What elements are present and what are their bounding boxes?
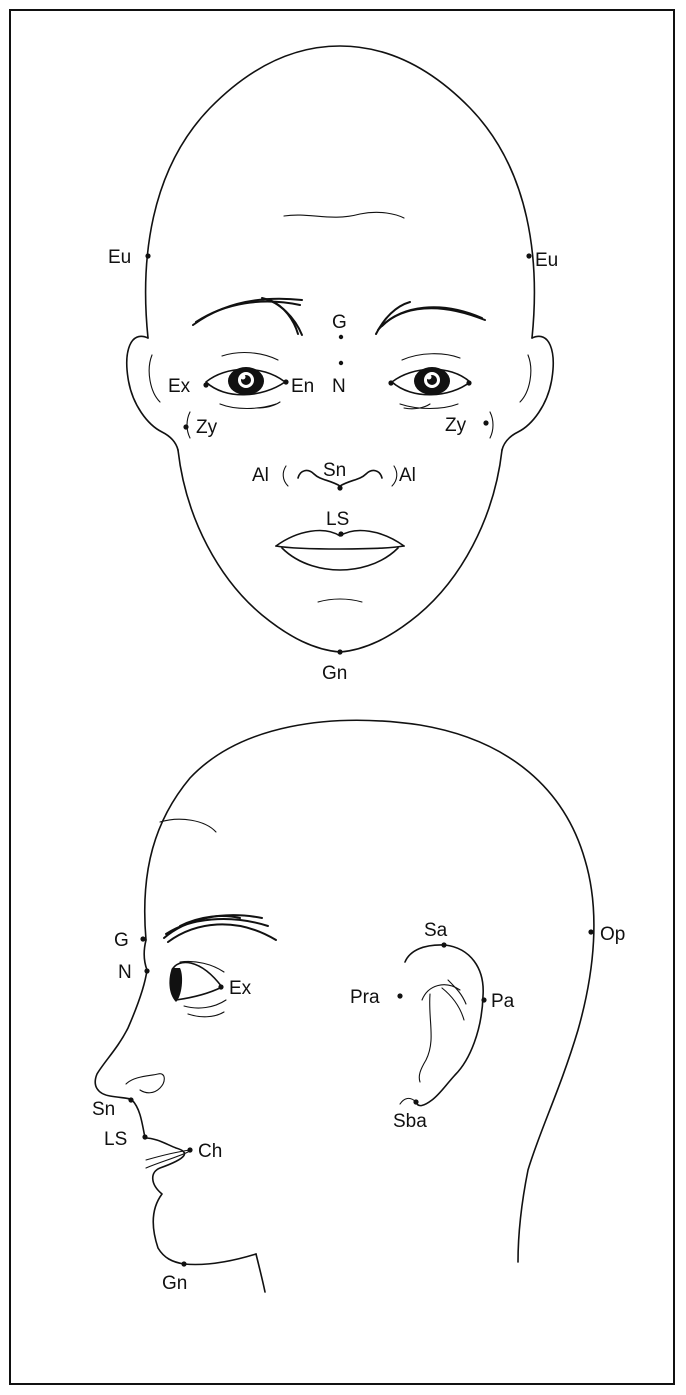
frontal-eye-left <box>392 354 470 409</box>
frontal-head-outline <box>146 46 535 338</box>
label-profile-gnathion: Gn <box>162 1273 187 1294</box>
label-superaurale: Sa <box>424 920 448 941</box>
frontal-eye-right <box>206 353 285 409</box>
label-gnathion: Gn <box>322 663 347 684</box>
label-labrale-superius: LS <box>326 509 349 530</box>
label-profile-glabella: G <box>114 930 129 951</box>
label-zygion-right: Zy <box>196 417 218 438</box>
label-profile-cheilion: Ch <box>198 1141 222 1162</box>
label-eu-right: Eu <box>108 247 131 268</box>
profile-landmark-points <box>128 929 593 1266</box>
label-preaurale: Pra <box>350 987 380 1008</box>
label-glabella: G <box>332 312 347 333</box>
label-endocanthion: En <box>291 376 314 397</box>
frontal-ear-right <box>502 336 553 450</box>
profile-head <box>95 720 594 1292</box>
label-profile-nasion: N <box>118 962 132 983</box>
label-profile-subnasale: Sn <box>92 1099 115 1120</box>
label-postaurale: Pa <box>491 991 515 1012</box>
frontal-face <box>127 46 553 652</box>
label-alare-right: Al <box>252 465 269 486</box>
label-profile-labrale-superius: LS <box>104 1129 127 1150</box>
label-exocanthion: Ex <box>168 376 191 397</box>
profile-ear <box>400 945 483 1106</box>
label-alare-left: Al <box>399 465 416 486</box>
frontal-mouth <box>276 531 404 570</box>
label-profile-exocanthion: Ex <box>229 978 252 999</box>
label-opisthocranion: Op <box>600 924 625 945</box>
label-subaurale: Sba <box>393 1111 427 1132</box>
label-eu-left: Eu <box>535 250 558 271</box>
profile-eye <box>169 961 226 1016</box>
label-subnasale: Sn <box>323 460 346 481</box>
label-nasion: N <box>332 376 346 397</box>
label-zygion-left: Zy <box>445 415 467 436</box>
